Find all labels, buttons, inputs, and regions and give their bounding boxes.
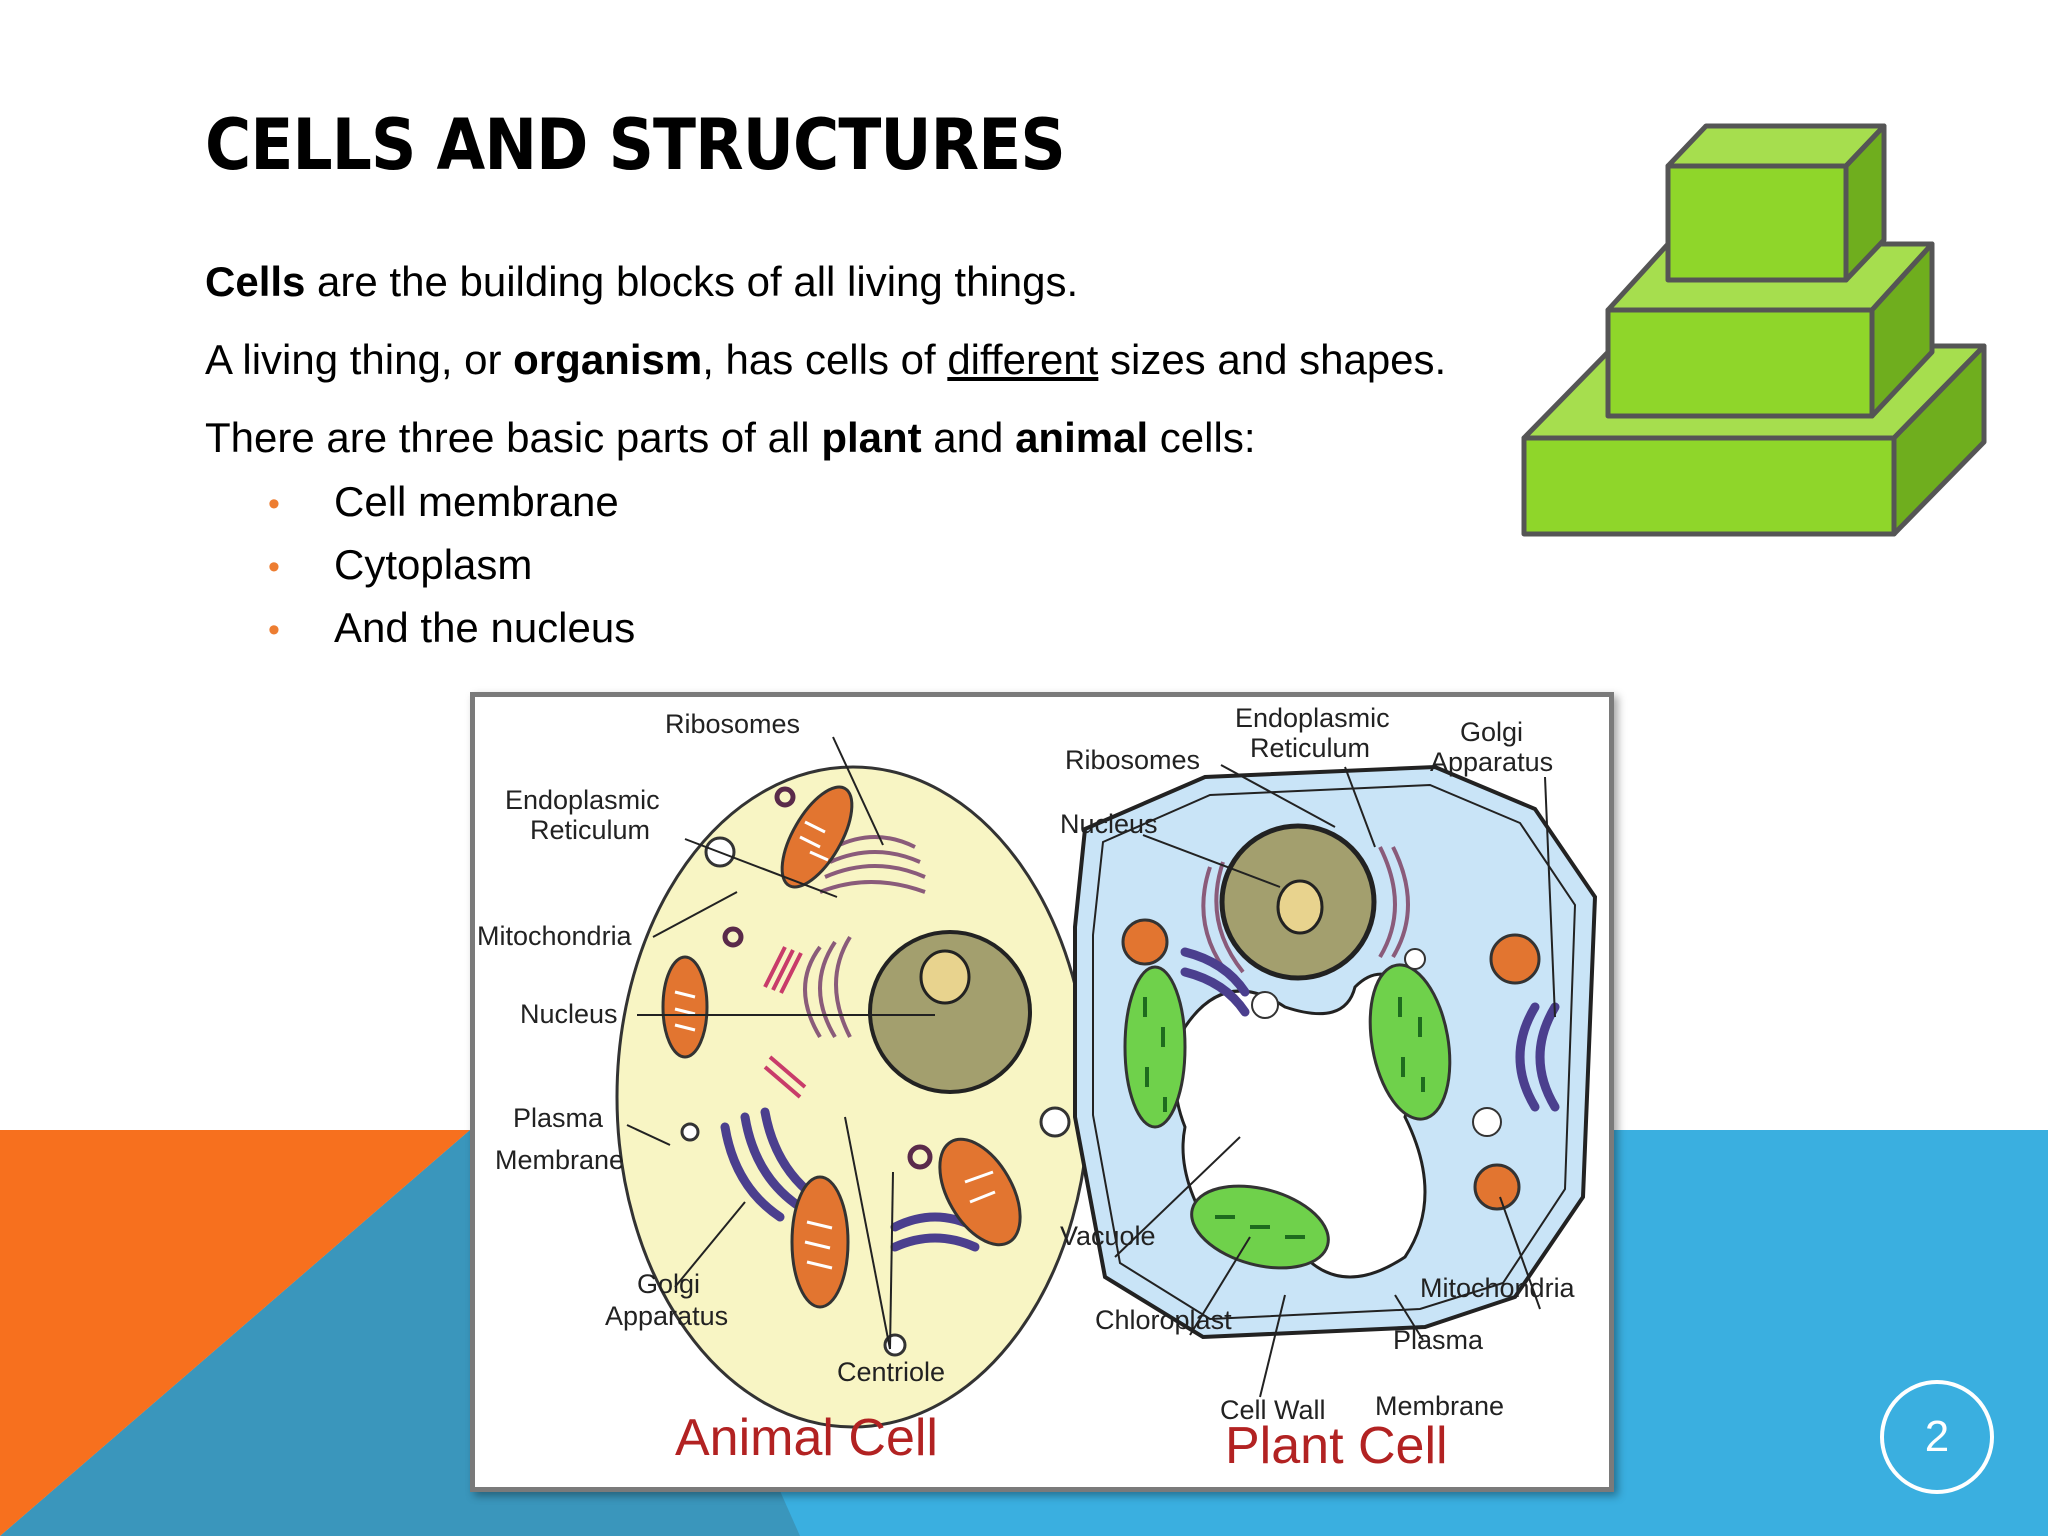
animal-label-golgi-2: Apparatus bbox=[605, 1301, 728, 1331]
animal-label-plasma-2: Membrane bbox=[495, 1145, 624, 1175]
plant-label-chloroplast: Chloroplast bbox=[1095, 1305, 1232, 1335]
plant-label-cell-wall: Cell Wall bbox=[1220, 1395, 1326, 1425]
term-plant: plant bbox=[821, 414, 922, 461]
animal-nucleus bbox=[868, 930, 1032, 1094]
animal-label-ribosomes: Ribosomes bbox=[665, 709, 800, 739]
cell-diagram-svg: Ribosomes Endoplasmic Reticulum Mitochon… bbox=[477, 703, 1598, 1475]
plant-label-ribosomes: Ribosomes bbox=[1065, 745, 1200, 775]
animal-cell-caption: Animal Cell bbox=[675, 1409, 938, 1467]
line2-post: sizes and shapes. bbox=[1098, 336, 1447, 383]
term-animal: animal bbox=[1015, 414, 1149, 461]
animal-label-mitochondria: Mitochondria bbox=[477, 921, 633, 951]
animal-label-centriole: Centriole bbox=[837, 1357, 945, 1387]
bullet-dot-icon: • bbox=[268, 548, 280, 587]
plant-label-plasma-1: Plasma bbox=[1393, 1325, 1484, 1355]
term-organism: organism bbox=[513, 336, 703, 383]
bullet-text: Cytoplasm bbox=[334, 541, 533, 588]
plant-cell: Ribosomes Endoplasmic Reticulum Golgi Ap… bbox=[1060, 703, 1598, 1475]
bullet-item-3: • And the nucleus bbox=[268, 604, 635, 652]
text-line-2: A living thing, or organism, has cells o… bbox=[205, 336, 1446, 384]
line1-rest: are the building blocks of all living th… bbox=[305, 258, 1079, 305]
bullet-text: Cell membrane bbox=[334, 478, 619, 525]
line3-post: cells: bbox=[1148, 414, 1256, 461]
line3-mid: and bbox=[921, 414, 1016, 461]
animal-label-golgi-1: Golgi bbox=[637, 1269, 700, 1299]
cell-diagram: Ribosomes Endoplasmic Reticulum Mitochon… bbox=[470, 692, 1614, 1492]
line2-pre: A living thing, or bbox=[205, 336, 514, 383]
plant-label-vacuole: Vacuole bbox=[1060, 1221, 1156, 1251]
animal-label-nucleus: Nucleus bbox=[520, 999, 618, 1029]
animal-label-er-1: Endoplasmic bbox=[505, 785, 660, 815]
text-line-3: There are three basic parts of all plant… bbox=[205, 414, 1255, 462]
animal-label-er-2: Reticulum bbox=[530, 815, 650, 845]
plant-label-golgi-2: Apparatus bbox=[1430, 747, 1553, 777]
building-blocks-icon bbox=[1521, 123, 1987, 537]
animal-cell: Ribosomes Endoplasmic Reticulum Mitochon… bbox=[477, 709, 1091, 1467]
plant-label-er-1: Endoplasmic bbox=[1235, 703, 1390, 733]
bullet-item-2: • Cytoplasm bbox=[268, 541, 532, 589]
bullet-item-1: • Cell membrane bbox=[268, 478, 619, 526]
line2-mid: , has cells of bbox=[702, 336, 948, 383]
plant-label-golgi-1: Golgi bbox=[1460, 717, 1523, 747]
bullet-text: And the nucleus bbox=[334, 604, 636, 651]
plant-label-mitochondria: Mitochondria bbox=[1420, 1273, 1576, 1303]
bullet-dot-icon: • bbox=[268, 611, 280, 650]
plant-label-plasma-2: Membrane bbox=[1375, 1391, 1504, 1421]
animal-label-plasma-1: Plasma bbox=[513, 1103, 604, 1133]
term-different: different bbox=[947, 336, 1099, 383]
bullet-dot-icon: • bbox=[268, 485, 280, 524]
plant-cell-caption: Plant Cell bbox=[1225, 1417, 1448, 1475]
orange-triangle bbox=[0, 1130, 470, 1536]
page-number: 2 bbox=[1880, 1380, 1994, 1494]
plant-label-nucleus: Nucleus bbox=[1060, 809, 1158, 839]
slide-title: CELLS AND STRUCTURES bbox=[205, 104, 1066, 186]
line3-pre: There are three basic parts of all bbox=[205, 414, 822, 461]
term-cells: Cells bbox=[205, 258, 306, 305]
text-line-1: Cells are the building blocks of all liv… bbox=[205, 258, 1078, 306]
plant-label-er-2: Reticulum bbox=[1250, 733, 1370, 763]
